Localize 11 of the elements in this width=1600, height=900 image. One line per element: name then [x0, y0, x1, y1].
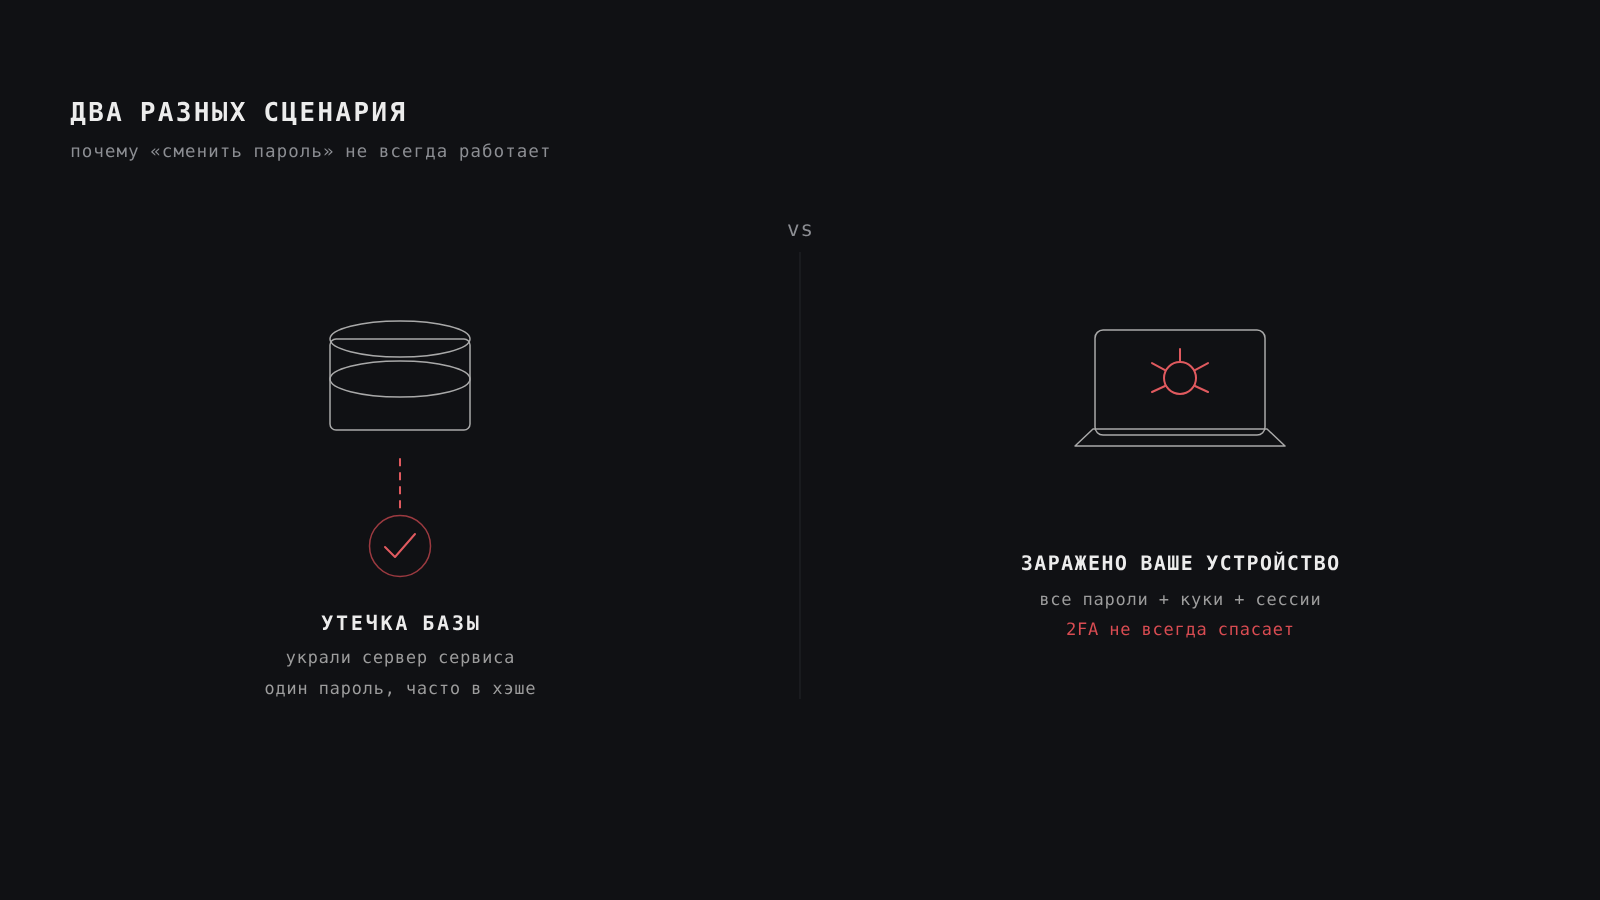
scenario-heading: УТЕЧКА БАЗЫ [321, 614, 479, 631]
scenario-heading: ЗАРАЖЕНО ВАШЕ УСТРОЙСТВО [1022, 551, 1339, 571]
status-circle [368, 514, 432, 578]
heading: ДВА РАЗНЫХ СЦЕНАРИЯ [70, 101, 405, 126]
description-text: украли сервер сервиса [286, 653, 513, 667]
description-text: один пароль, часто в хэше [265, 684, 535, 698]
subheading: почему «сменить пароль» не всегда работает [71, 143, 549, 161]
vs-label: vs [787, 224, 811, 237]
database-cylinder [329, 320, 471, 431]
description-text: все пароли + куки + сессии [1041, 595, 1320, 609]
warning-text: 2FA не всегда спасает [1067, 622, 1293, 638]
